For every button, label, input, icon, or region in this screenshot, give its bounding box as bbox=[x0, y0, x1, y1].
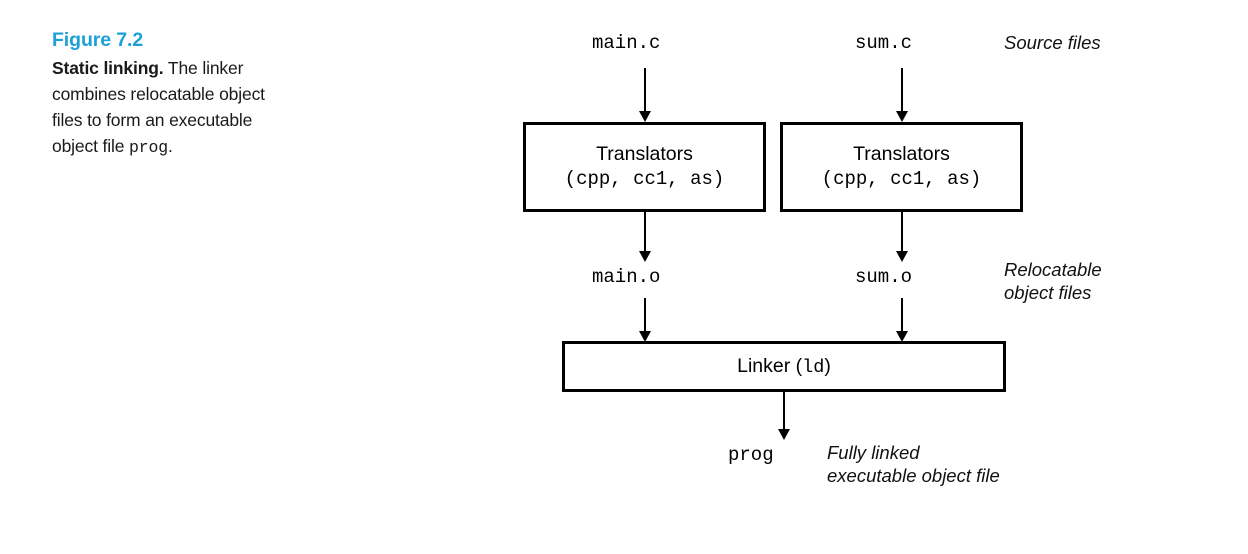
annotation-relocatable-line-1: Relocatable bbox=[1004, 259, 1102, 280]
output-file-prog: prog bbox=[728, 444, 774, 466]
translator-box-left: Translators (cpp, cc1, as) bbox=[523, 122, 766, 212]
figure-caption-text: Static linking. The linker combines relo… bbox=[52, 55, 297, 161]
annotation-fully-linked-line-2: executable object file bbox=[827, 465, 1000, 486]
translator-right-title: Translators bbox=[853, 143, 950, 165]
linker-box: Linker (ld) bbox=[562, 341, 1006, 392]
figure-number: Figure 7.2 bbox=[52, 29, 144, 51]
annotation-fully-linked: Fully linked executable object file bbox=[827, 441, 1000, 487]
linker-label-mono: ld bbox=[802, 356, 825, 378]
annotation-fully-linked-line-1: Fully linked bbox=[827, 442, 920, 463]
translator-box-right: Translators (cpp, cc1, as) bbox=[780, 122, 1023, 212]
linker-label: Linker (ld) bbox=[737, 354, 831, 380]
source-file-main-c: main.c bbox=[592, 32, 661, 54]
linker-label-prefix: Linker ( bbox=[737, 354, 803, 377]
translator-left-title: Translators bbox=[596, 143, 693, 165]
caption-line-3: object files to form an bbox=[52, 84, 265, 130]
translator-left-subtitle: (cpp, cc1, as) bbox=[564, 168, 725, 190]
figure-caption: Figure 7.2 Static linking. The linker co… bbox=[52, 28, 297, 161]
linker-label-suffix: ) bbox=[824, 354, 831, 377]
caption-lead: Static linking. bbox=[52, 58, 164, 78]
source-file-sum-c: sum.c bbox=[855, 32, 913, 54]
caption-line-2: combines relocatable bbox=[52, 84, 215, 104]
caption-rest-1: The linker bbox=[163, 58, 244, 78]
annotation-source-files: Source files bbox=[1004, 32, 1101, 53]
annotation-relocatable-line-2: object files bbox=[1004, 282, 1092, 303]
annotation-relocatable-object-files: Relocatable object files bbox=[1004, 258, 1102, 304]
translator-right-subtitle: (cpp, cc1, as) bbox=[821, 168, 982, 190]
caption-line-4: executable object file bbox=[52, 110, 253, 156]
object-file-main-o: main.o bbox=[592, 266, 661, 288]
object-file-sum-o: sum.o bbox=[855, 266, 913, 288]
caption-period: . bbox=[168, 136, 173, 156]
caption-prog-name: prog bbox=[129, 138, 169, 157]
